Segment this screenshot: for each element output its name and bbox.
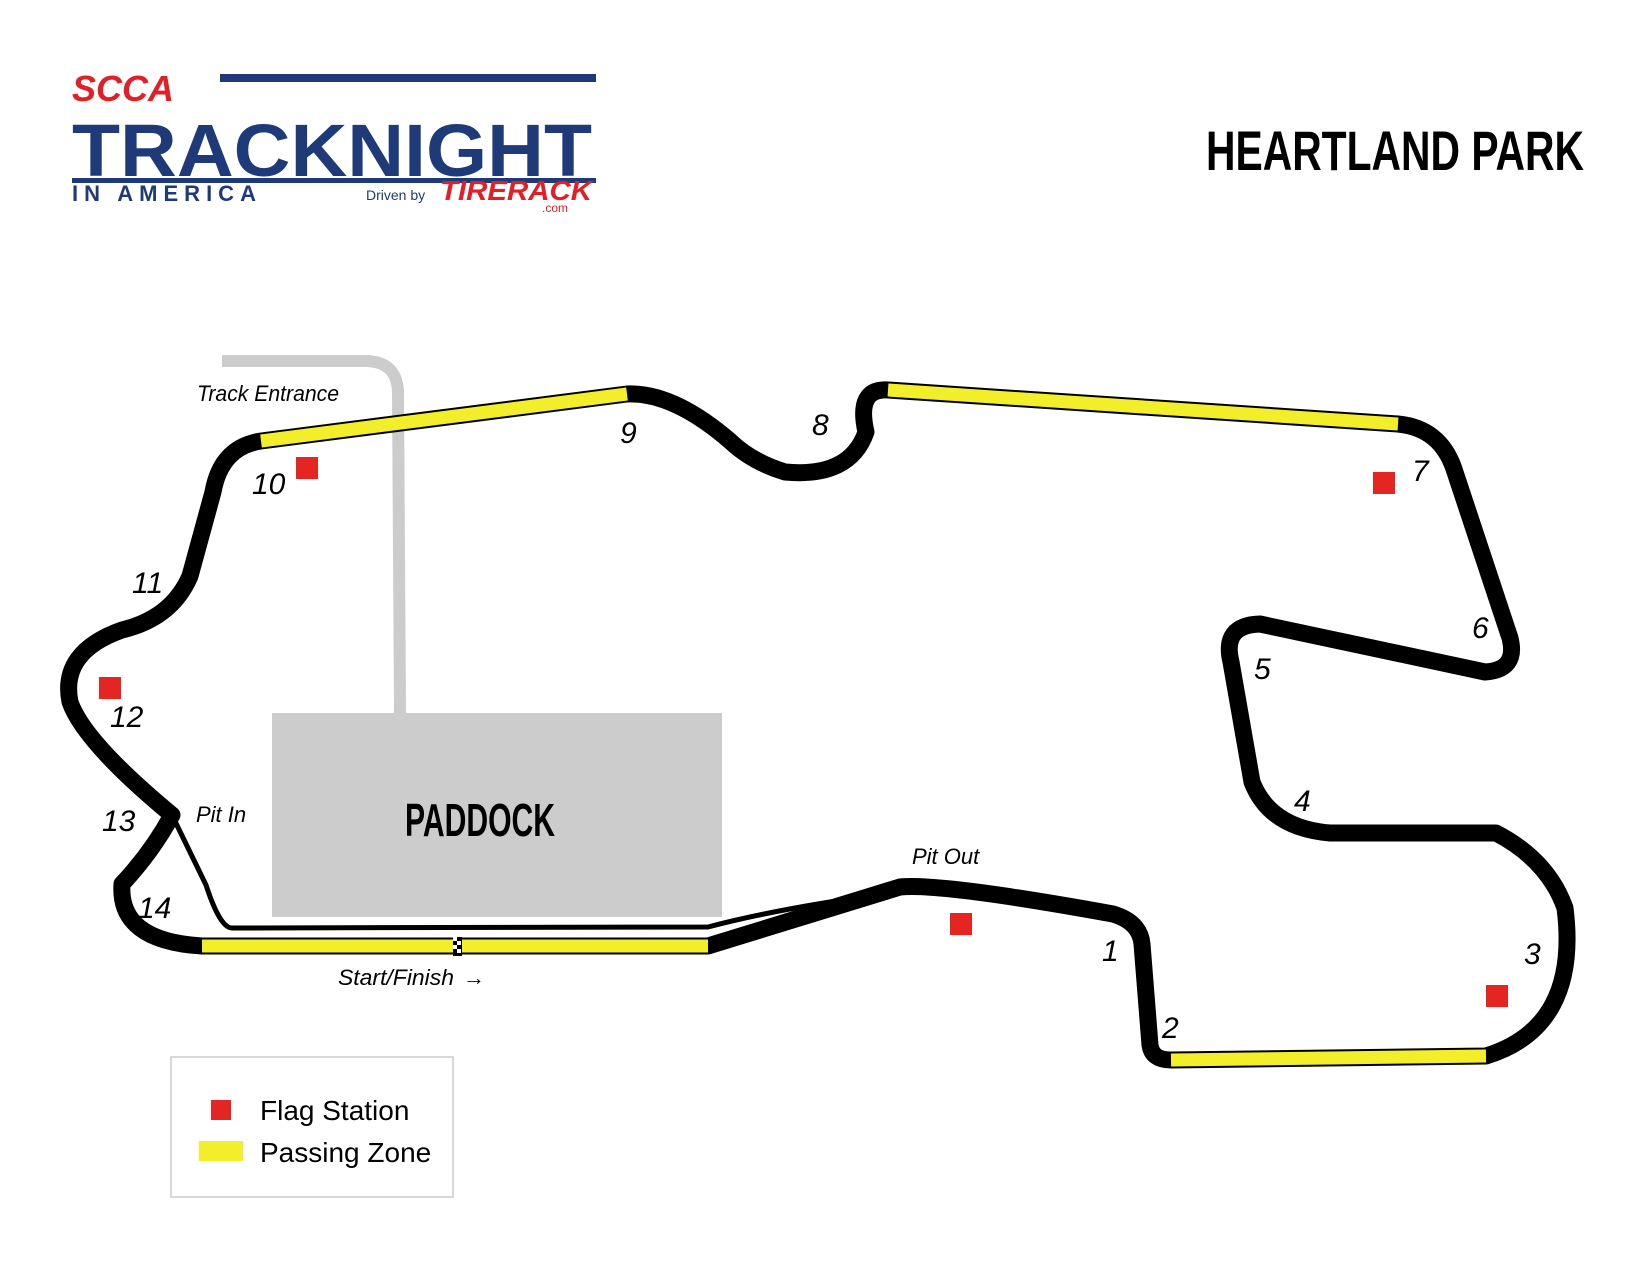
logo-tirerack-com: .com <box>542 201 568 215</box>
turn-2: 2 <box>1161 1012 1179 1045</box>
turn-10: 10 <box>252 468 286 501</box>
logo-bottom-bar <box>72 178 596 183</box>
flag-station-7 <box>1373 472 1395 494</box>
logo-scca: SCCA <box>72 68 174 109</box>
passing-zone-back-straight <box>260 387 628 448</box>
turn-12: 12 <box>110 701 144 734</box>
turn-numbers: 1 2 3 4 5 6 7 8 9 10 11 12 13 14 <box>102 409 1541 1045</box>
start-finish-checker <box>453 937 462 956</box>
flag-station-pit-out <box>950 913 972 935</box>
legend-passing-zone-swatch <box>199 1141 243 1161</box>
page-title: HEARTLAND PARK <box>1206 119 1584 182</box>
legend-flag-station-swatch <box>211 1100 231 1120</box>
track-entrance-road <box>222 355 406 714</box>
turn-4: 4 <box>1294 785 1311 818</box>
start-finish-line <box>453 937 462 956</box>
track-circuit <box>60 381 1576 1069</box>
passing-zone-top-straight <box>887 383 1399 431</box>
logo-tirerack: TIRERACK <box>440 175 594 206</box>
legend-box <box>170 1056 454 1198</box>
legend-passing-zone-label: Passing Zone <box>260 1137 431 1168</box>
turn-9: 9 <box>620 417 637 450</box>
flag-station-3 <box>1486 985 1508 1007</box>
start-finish-label: Start/Finish <box>338 965 454 990</box>
legend-flag-station-label: Flag Station <box>260 1095 409 1126</box>
logo-driven-by: Driven by <box>366 187 425 203</box>
turn-3: 3 <box>1524 938 1541 971</box>
pit-out-label: Pit Out <box>912 844 980 869</box>
passing-zone-bottom-straight <box>1170 1049 1487 1067</box>
legend: Flag Station Passing Zone <box>170 1056 454 1198</box>
flag-station-10 <box>296 457 318 479</box>
turn-8: 8 <box>812 409 829 442</box>
track-entrance-label: Track Entrance <box>197 381 339 406</box>
turn-14: 14 <box>138 892 171 925</box>
turn-5: 5 <box>1254 653 1271 686</box>
logo-top-bar <box>220 74 596 82</box>
direction-arrow: → <box>463 965 485 990</box>
paddock-label: PADDOCK <box>405 794 555 846</box>
turn-6: 6 <box>1472 612 1489 645</box>
flag-stations <box>99 457 1508 1007</box>
logo-in-america: IN AMERICA <box>72 181 262 206</box>
pit-in-label: Pit In <box>196 802 246 827</box>
turn-13: 13 <box>102 805 136 838</box>
flag-station-12 <box>99 677 121 699</box>
turn-1: 1 <box>1102 935 1119 968</box>
turn-11: 11 <box>132 567 163 600</box>
tracknight-logo: SCCA TRACKNIGHT IN AMERICA Driven by TIR… <box>72 68 596 215</box>
paddock-area <box>272 713 722 917</box>
turn-7: 7 <box>1412 455 1430 488</box>
